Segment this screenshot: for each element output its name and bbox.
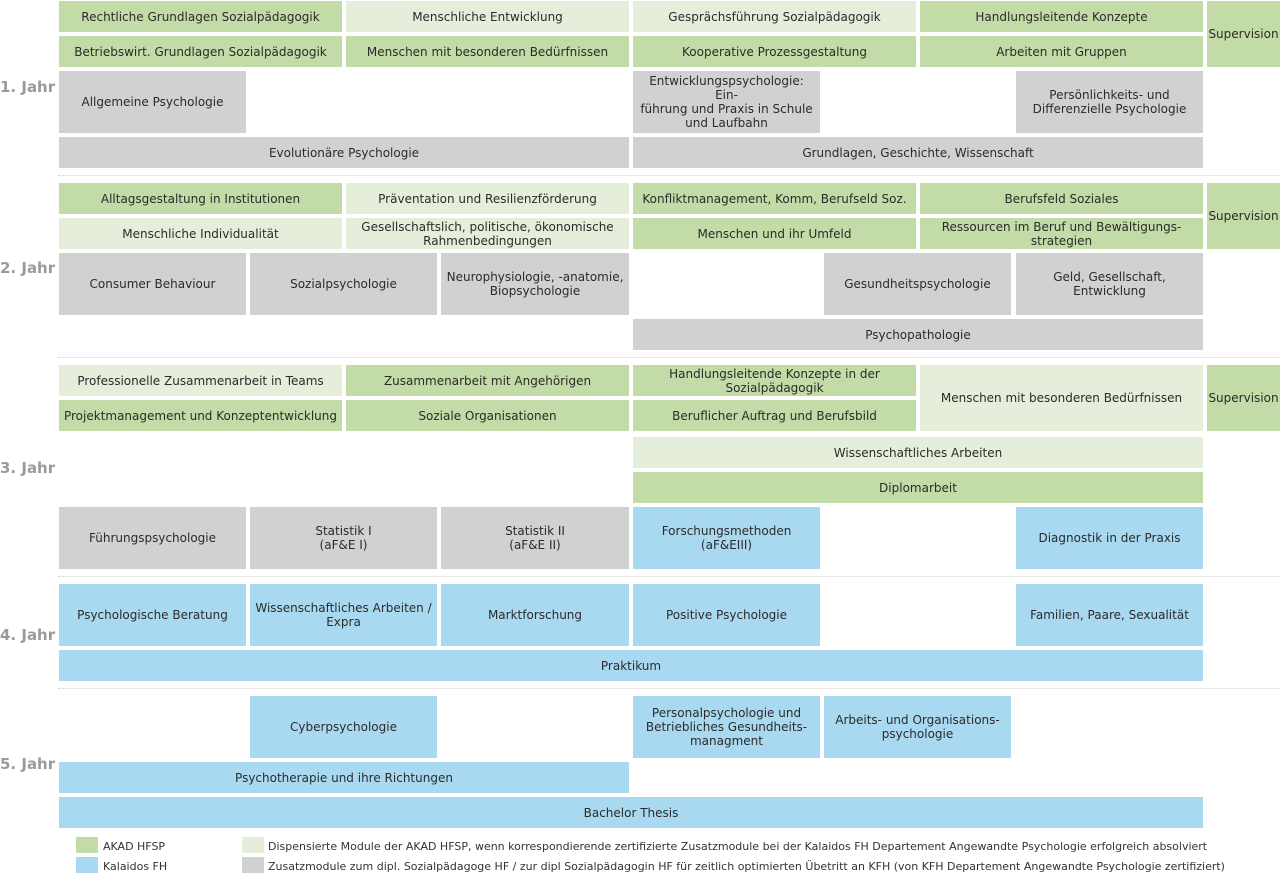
year-label-3: 3. Jahr [0, 459, 56, 477]
module: Cyberpsychologie [250, 696, 437, 758]
module: Menschliche Entwicklung [346, 1, 629, 32]
module: Handlungsleitende Konzepte in der Sozial… [633, 365, 916, 396]
module: Praktikum [59, 650, 1203, 681]
module: Menschen und ihr Umfeld [633, 218, 916, 249]
module: Diagnostik in der Praxis [1016, 507, 1203, 569]
module: Rechtliche Grundlagen Sozialpädagogik [59, 1, 342, 32]
module: Bachelor Thesis [59, 797, 1203, 828]
module: Supervision [1207, 1, 1280, 67]
module: Consumer Behaviour [59, 253, 246, 315]
module: Soziale Organisationen [346, 400, 629, 431]
module: Ressourcen im Beruf und Bewältigungs- st… [920, 218, 1203, 249]
module: Gesprächsführung Sozialpädagogik [633, 1, 916, 32]
legend-swatch [242, 857, 264, 873]
module: Positive Psychologie [633, 584, 820, 646]
module: Betriebswirt. Grundlagen Sozialpädagogik [59, 36, 342, 67]
year-label-1: 1. Jahr [0, 78, 56, 96]
module: Berufsfeld Soziales [920, 183, 1203, 214]
legend-label: Zusatzmodule zum dipl. Sozialpädagoge HF… [268, 860, 1225, 873]
module: Diplomarbeit [633, 472, 1203, 503]
module: Arbeiten mit Gruppen [920, 36, 1203, 67]
module: Geld, Gesellschaft, Entwicklung [1016, 253, 1203, 315]
year-label-5: 5. Jahr [0, 755, 56, 773]
year-divider [58, 175, 1280, 176]
year-divider [58, 576, 1280, 577]
module: Präventation und Resilienzförderung [346, 183, 629, 214]
module: Entwicklungspsychologie: Ein- führung un… [633, 71, 820, 133]
module: Supervision [1207, 183, 1280, 249]
year-divider [58, 357, 1280, 358]
module: Statistik I (aF&E I) [250, 507, 437, 569]
module: Arbeits- und Organisations- psychologie [824, 696, 1011, 758]
module: Kooperative Prozessgestaltung [633, 36, 916, 67]
legend-label: Kalaidos FH [103, 860, 168, 873]
module: Führungspsychologie [59, 507, 246, 569]
module: Beruflicher Auftrag und Berufsbild [633, 400, 916, 431]
module: Supervision [1207, 365, 1280, 431]
module: Alltagsgestaltung in Institutionen [59, 183, 342, 214]
legend-swatch [76, 857, 98, 873]
legend-swatch [242, 837, 264, 853]
module: Allgemeine Psychologie [59, 71, 246, 133]
module: Persönlichkeits- und Differenzielle Psyc… [1016, 71, 1203, 133]
module: Grundlagen, Geschichte, Wissenschaft [633, 137, 1203, 168]
module: Wissenschaftliches Arbeiten [633, 437, 1203, 468]
module: Gesundheitspsychologie [824, 253, 1011, 315]
year-label-4: 4. Jahr [0, 626, 56, 644]
module: Forschungsmethoden (aF&EIII) [633, 507, 820, 569]
module: Projektmanagement und Konzeptentwicklung [59, 400, 342, 431]
module: Zusammenarbeit mit Angehörigen [346, 365, 629, 396]
module: Psychologische Beratung [59, 584, 246, 646]
module: Marktforschung [441, 584, 629, 646]
module: Handlungsleitende Konzepte [920, 1, 1203, 32]
module: Personalpsychologie und Betriebliches Ge… [633, 696, 820, 758]
module: Neurophysiologie, -anatomie, Biopsycholo… [441, 253, 629, 315]
module: Menschliche Individualität [59, 218, 342, 249]
module: Psychotherapie und ihre Richtungen [59, 762, 629, 793]
legend-label: Dispensierte Module der AKAD HFSP, wenn … [268, 840, 1208, 853]
module: Psychopathologie [633, 319, 1203, 350]
module: Professionelle Zusammenarbeit in Teams [59, 365, 342, 396]
module: Evolutionäre Psychologie [59, 137, 629, 168]
module: Statistik II (aF&E II) [441, 507, 629, 569]
module: Gesellschaftslich, politische, ökonomisc… [346, 218, 629, 249]
legend-swatch [76, 837, 98, 853]
module: Konfliktmanagement, Komm, Berufseld Soz. [633, 183, 916, 214]
module: Wissenschaftliches Arbeiten / Expra [250, 584, 437, 646]
module: Sozialpsychologie [250, 253, 437, 315]
module: Familien, Paare, Sexualität [1016, 584, 1203, 646]
module: Menschen mit besonderen Bedürfnissen [346, 36, 629, 67]
year-label-2: 2. Jahr [0, 259, 56, 277]
legend-label: AKAD HFSP [103, 840, 166, 853]
module: Menschen mit besonderen Bedürfnissen [920, 365, 1203, 431]
year-divider [58, 688, 1280, 689]
